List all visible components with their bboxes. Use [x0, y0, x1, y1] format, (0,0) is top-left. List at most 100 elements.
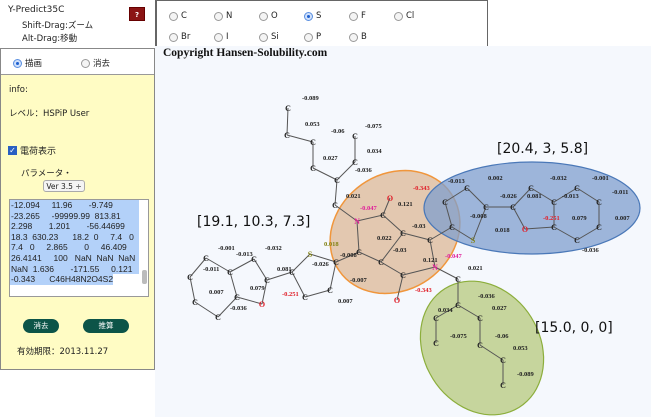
atom-radio-i[interactable]: I	[214, 32, 229, 42]
atom-c: C	[215, 313, 221, 322]
atom-c: C	[433, 339, 439, 348]
atom-radio-label: P	[316, 32, 322, 42]
partial-charge-label: -0.013	[448, 178, 466, 185]
partial-charge-label: -0.032	[265, 245, 282, 252]
atom-c: C	[285, 104, 291, 113]
partial-charge-label: -0.013	[236, 251, 254, 258]
partial-charge-label: 0.081	[277, 266, 292, 273]
bond	[329, 261, 337, 291]
partial-charge-label: -0.008	[340, 252, 358, 259]
atom-radio-n[interactable]: N	[214, 11, 232, 21]
atom-radio-f[interactable]: F	[349, 11, 366, 21]
textarea-scrollbar[interactable]	[142, 270, 147, 284]
atom-radio-o[interactable]: O	[259, 11, 278, 21]
output-line: 18.3 630.23 18.2 0 7.4 0	[10, 231, 139, 243]
partial-charge-label: 0.022	[377, 235, 392, 242]
atom-radio-si[interactable]: Si	[259, 32, 279, 42]
atom-radio-b[interactable]: B	[349, 32, 367, 42]
radio-icon	[304, 32, 313, 42]
atom-o: O	[387, 194, 393, 203]
atom-c: C	[574, 236, 580, 245]
bond	[236, 296, 263, 305]
bond	[309, 253, 337, 263]
radio-icon	[214, 11, 223, 21]
bond	[472, 206, 487, 241]
partial-charge-label: -0.089	[302, 95, 320, 102]
atom-c: C	[551, 223, 557, 232]
partial-charge-label: -0.001	[592, 175, 609, 182]
atom-c: C	[596, 198, 602, 207]
bond	[429, 239, 436, 268]
molecule-drawing[interactable]: CCCCCCCCNCOCCCCONCCSCCCCCCCOCCCCCCCCSCCC…	[155, 46, 651, 417]
atom-c: C	[500, 381, 506, 390]
partial-charge-label: -0.032	[550, 175, 567, 182]
output-line: 7.4 0 2.865 0 46.409	[10, 242, 139, 253]
bond	[382, 197, 391, 216]
output-line: -23.265 -99999.99 813.81	[10, 210, 139, 222]
atom-radio-br[interactable]: Br	[169, 32, 190, 42]
bond	[553, 187, 578, 203]
clear-button[interactable]: 消去	[23, 319, 59, 333]
atom-radio-label: N	[226, 11, 233, 21]
atom-radio-label: I	[226, 32, 229, 42]
partial-charge-label: -0.06	[331, 128, 345, 135]
expiry-date: 有効期限：2013.11.27	[17, 347, 109, 357]
output-textarea[interactable]: -12.094 11.96 -9.749-23.265 -99999.99 81…	[9, 199, 149, 297]
partial-charge-label: -0.03	[393, 247, 407, 254]
bond	[291, 253, 311, 273]
bond	[512, 187, 532, 208]
atom-radio-p[interactable]: P	[304, 32, 321, 42]
atom-c: C	[310, 138, 316, 147]
partial-charge-label: -0.075	[450, 333, 468, 340]
radio-icon	[214, 32, 223, 42]
partial-charge-label: -0.047	[445, 253, 463, 260]
bond	[402, 266, 436, 276]
mode-erase-radio[interactable]: 消去	[81, 57, 110, 69]
atom-c: C	[500, 356, 506, 365]
atom-radio-c[interactable]: C	[169, 11, 187, 21]
partial-charge-label: -0.026	[500, 193, 518, 200]
atom-c: C	[449, 223, 455, 232]
charge-display-checkbox[interactable]: ✓電荷表示	[8, 144, 56, 157]
version-select[interactable]: Ver 3.5 ÷	[43, 180, 85, 192]
bond	[334, 204, 358, 222]
bond	[380, 232, 404, 263]
bond	[205, 257, 231, 273]
atom-radio-label: Br	[181, 32, 191, 42]
atom-c: C	[227, 268, 233, 277]
pan-hint: Alt-Drag:移動	[22, 34, 78, 44]
atom-s: S	[308, 250, 313, 259]
atom-radio-label: C	[181, 11, 187, 21]
atom-radio-s[interactable]: S	[304, 11, 321, 21]
parameter-label: パラメータ・	[21, 169, 72, 179]
atom-c: C	[433, 314, 439, 323]
atom-c: C	[289, 268, 295, 277]
bond	[356, 220, 360, 253]
bond	[524, 226, 555, 230]
level-label: レベル：HSPiP User	[9, 109, 90, 119]
bond	[396, 274, 404, 301]
radio-icon	[169, 32, 178, 42]
bond	[358, 251, 382, 263]
hsp-label-green: [15.0, 0, 0]	[535, 320, 613, 336]
atom-c: C	[352, 158, 358, 167]
output-line: 2.298 1.201 -56.44699	[10, 221, 139, 232]
atom-o: O	[259, 300, 265, 309]
atom-c: C	[203, 254, 209, 263]
atom-c: C	[327, 286, 333, 295]
bond	[291, 271, 306, 298]
partial-charge-label: -0.06	[495, 333, 509, 340]
estimate-button[interactable]: 推算	[83, 319, 129, 333]
mode-draw-radio[interactable]: 描画	[13, 57, 42, 69]
output-line: NaN 1.636 -171.55 0.121	[10, 263, 139, 275]
partial-charge-label: -0.001	[218, 245, 235, 252]
help-button[interactable]: ?	[129, 7, 145, 21]
atom-c: C	[302, 293, 308, 302]
partial-charge-label: -0.011	[203, 266, 219, 273]
atom-c: C	[483, 203, 489, 212]
atom-o: O	[394, 296, 400, 305]
radio-icon	[259, 11, 268, 21]
atom-o: O	[522, 225, 528, 234]
bond	[444, 201, 453, 228]
atom-radio-cl[interactable]: Cl	[394, 11, 414, 21]
